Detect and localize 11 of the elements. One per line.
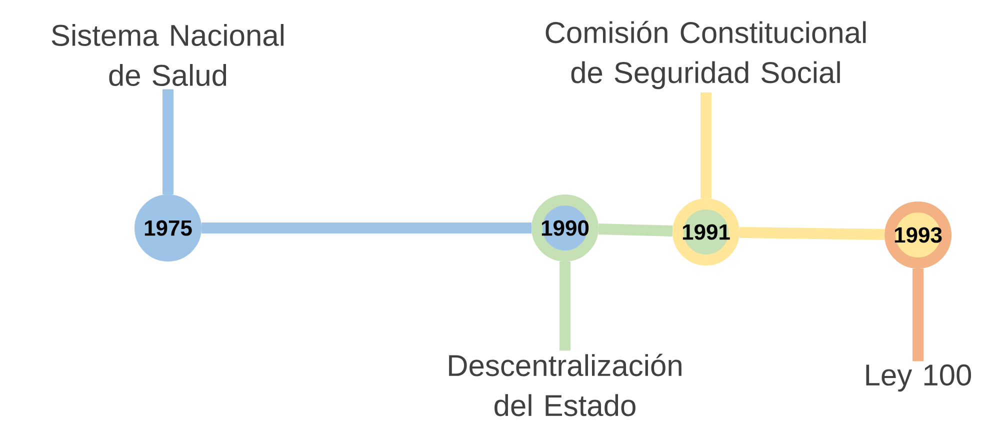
connector-line — [560, 262, 570, 351]
connector-line — [739, 226, 885, 240]
event-label: Sistema Nacional de Salud — [52, 24, 284, 86]
event-label: Ley 100 — [866, 364, 972, 392]
connector-line — [162, 89, 174, 194]
connector-line — [912, 268, 924, 362]
event-label: Comisión Constitucional de Seguridad Social — [546, 20, 866, 90]
connector-line — [700, 92, 712, 198]
connector-line — [598, 223, 673, 237]
event-label: Descentralización del Estado — [449, 354, 682, 416]
connector-line — [202, 222, 532, 234]
